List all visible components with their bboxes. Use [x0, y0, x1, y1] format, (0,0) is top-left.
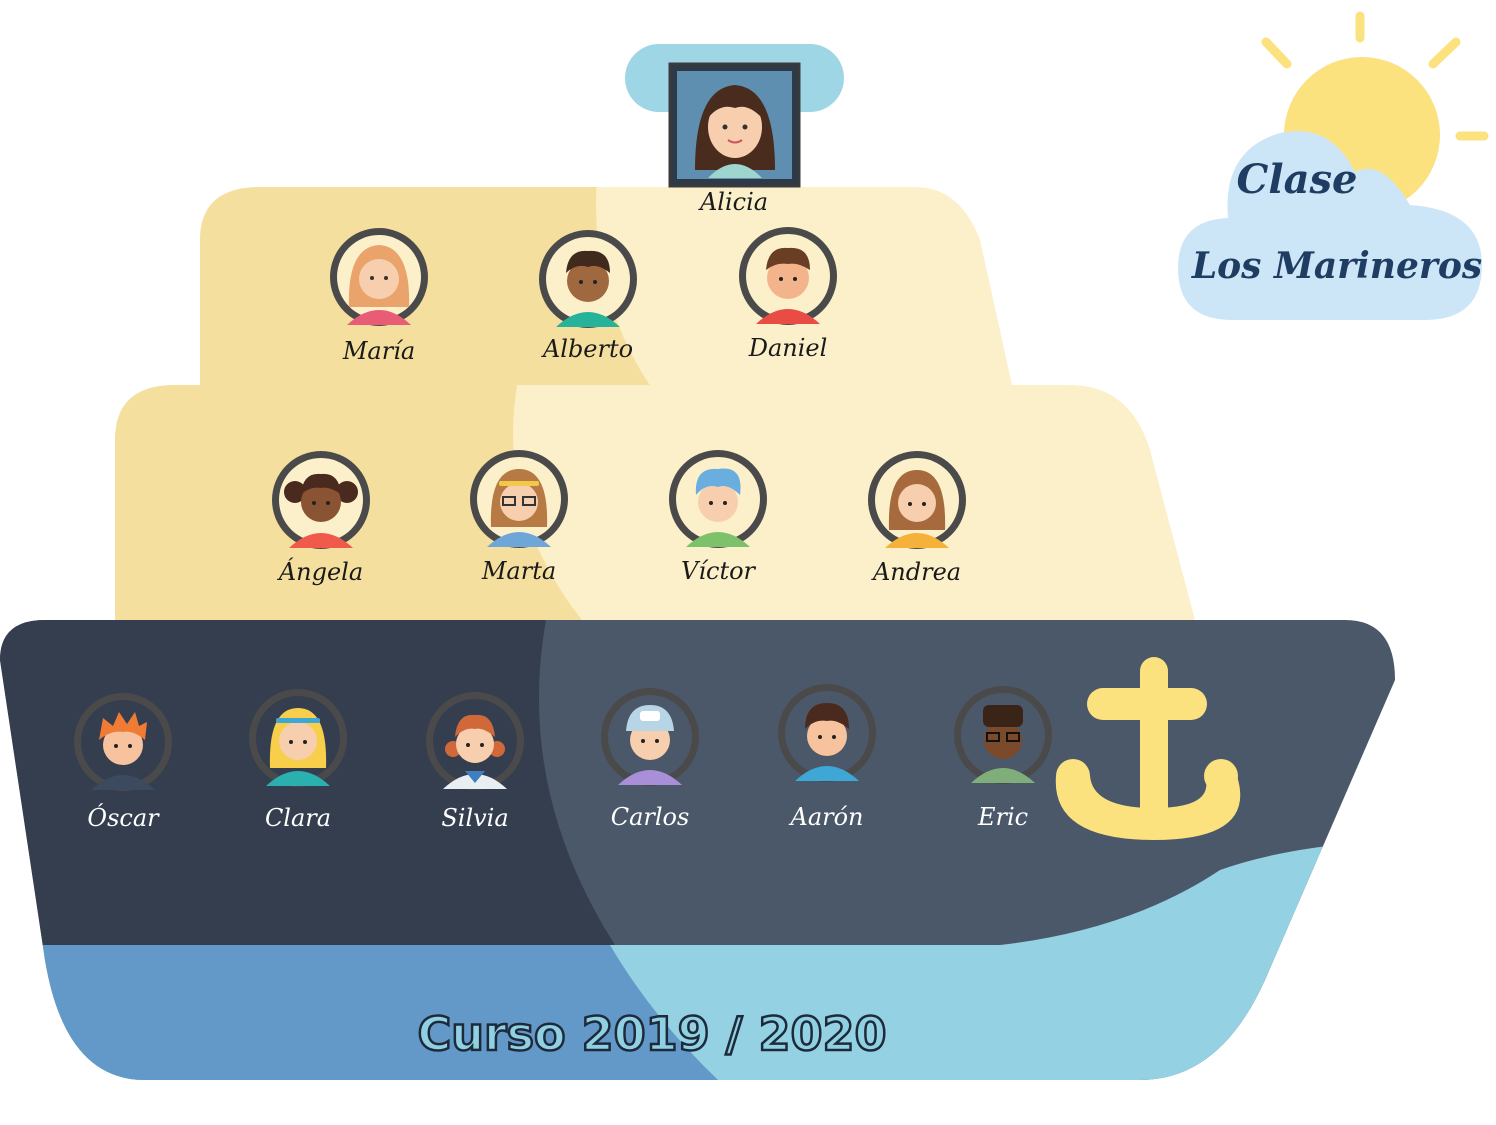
student-name: Aarón — [788, 803, 863, 831]
student-name: Eric — [977, 803, 1028, 831]
teacher-portrait: Alicia — [668, 62, 801, 216]
student-avatar: Andrea — [868, 451, 966, 586]
student-avatar: Carlos — [601, 688, 699, 831]
cloud-title-line1: Clase — [1237, 156, 1358, 203]
teacher-name: Alicia — [698, 188, 768, 216]
student-name: Daniel — [748, 334, 828, 362]
cloud-title-line2: Los Marineros — [1191, 245, 1482, 287]
student-name: Alberto — [541, 335, 633, 363]
student-avatar: Óscar — [74, 693, 172, 832]
lower-cabin — [115, 385, 1195, 620]
student-name: María — [342, 337, 415, 365]
student-avatar: Alberto — [539, 230, 637, 363]
title-cloud: Clase Los Marineros — [1178, 131, 1482, 320]
student-avatar: María — [330, 228, 428, 365]
student-avatar: Clara — [249, 689, 347, 832]
student-name: Ángela — [277, 557, 363, 586]
student-avatar: Ángela — [272, 451, 370, 586]
student-avatar: Eric — [954, 686, 1052, 831]
student-name: Óscar — [87, 803, 160, 832]
student-name: Víctor — [681, 557, 757, 585]
student-name: Andrea — [871, 558, 961, 586]
student-avatars: María Alberto Daniel Ángela — [74, 227, 1052, 832]
student-avatar: Aarón — [778, 684, 876, 831]
student-name: Marta — [481, 557, 556, 585]
anchor-icon — [1055, 657, 1241, 840]
student-avatar: Silvia — [426, 692, 524, 832]
student-name: Clara — [265, 804, 331, 832]
course-label: Curso 2019 / 2020 — [417, 1007, 886, 1061]
student-name: Silvia — [441, 804, 508, 832]
student-avatar: Marta — [470, 450, 568, 585]
student-avatar: Daniel — [739, 227, 837, 362]
student-avatar: Víctor — [669, 450, 767, 585]
student-name: Carlos — [611, 803, 690, 831]
